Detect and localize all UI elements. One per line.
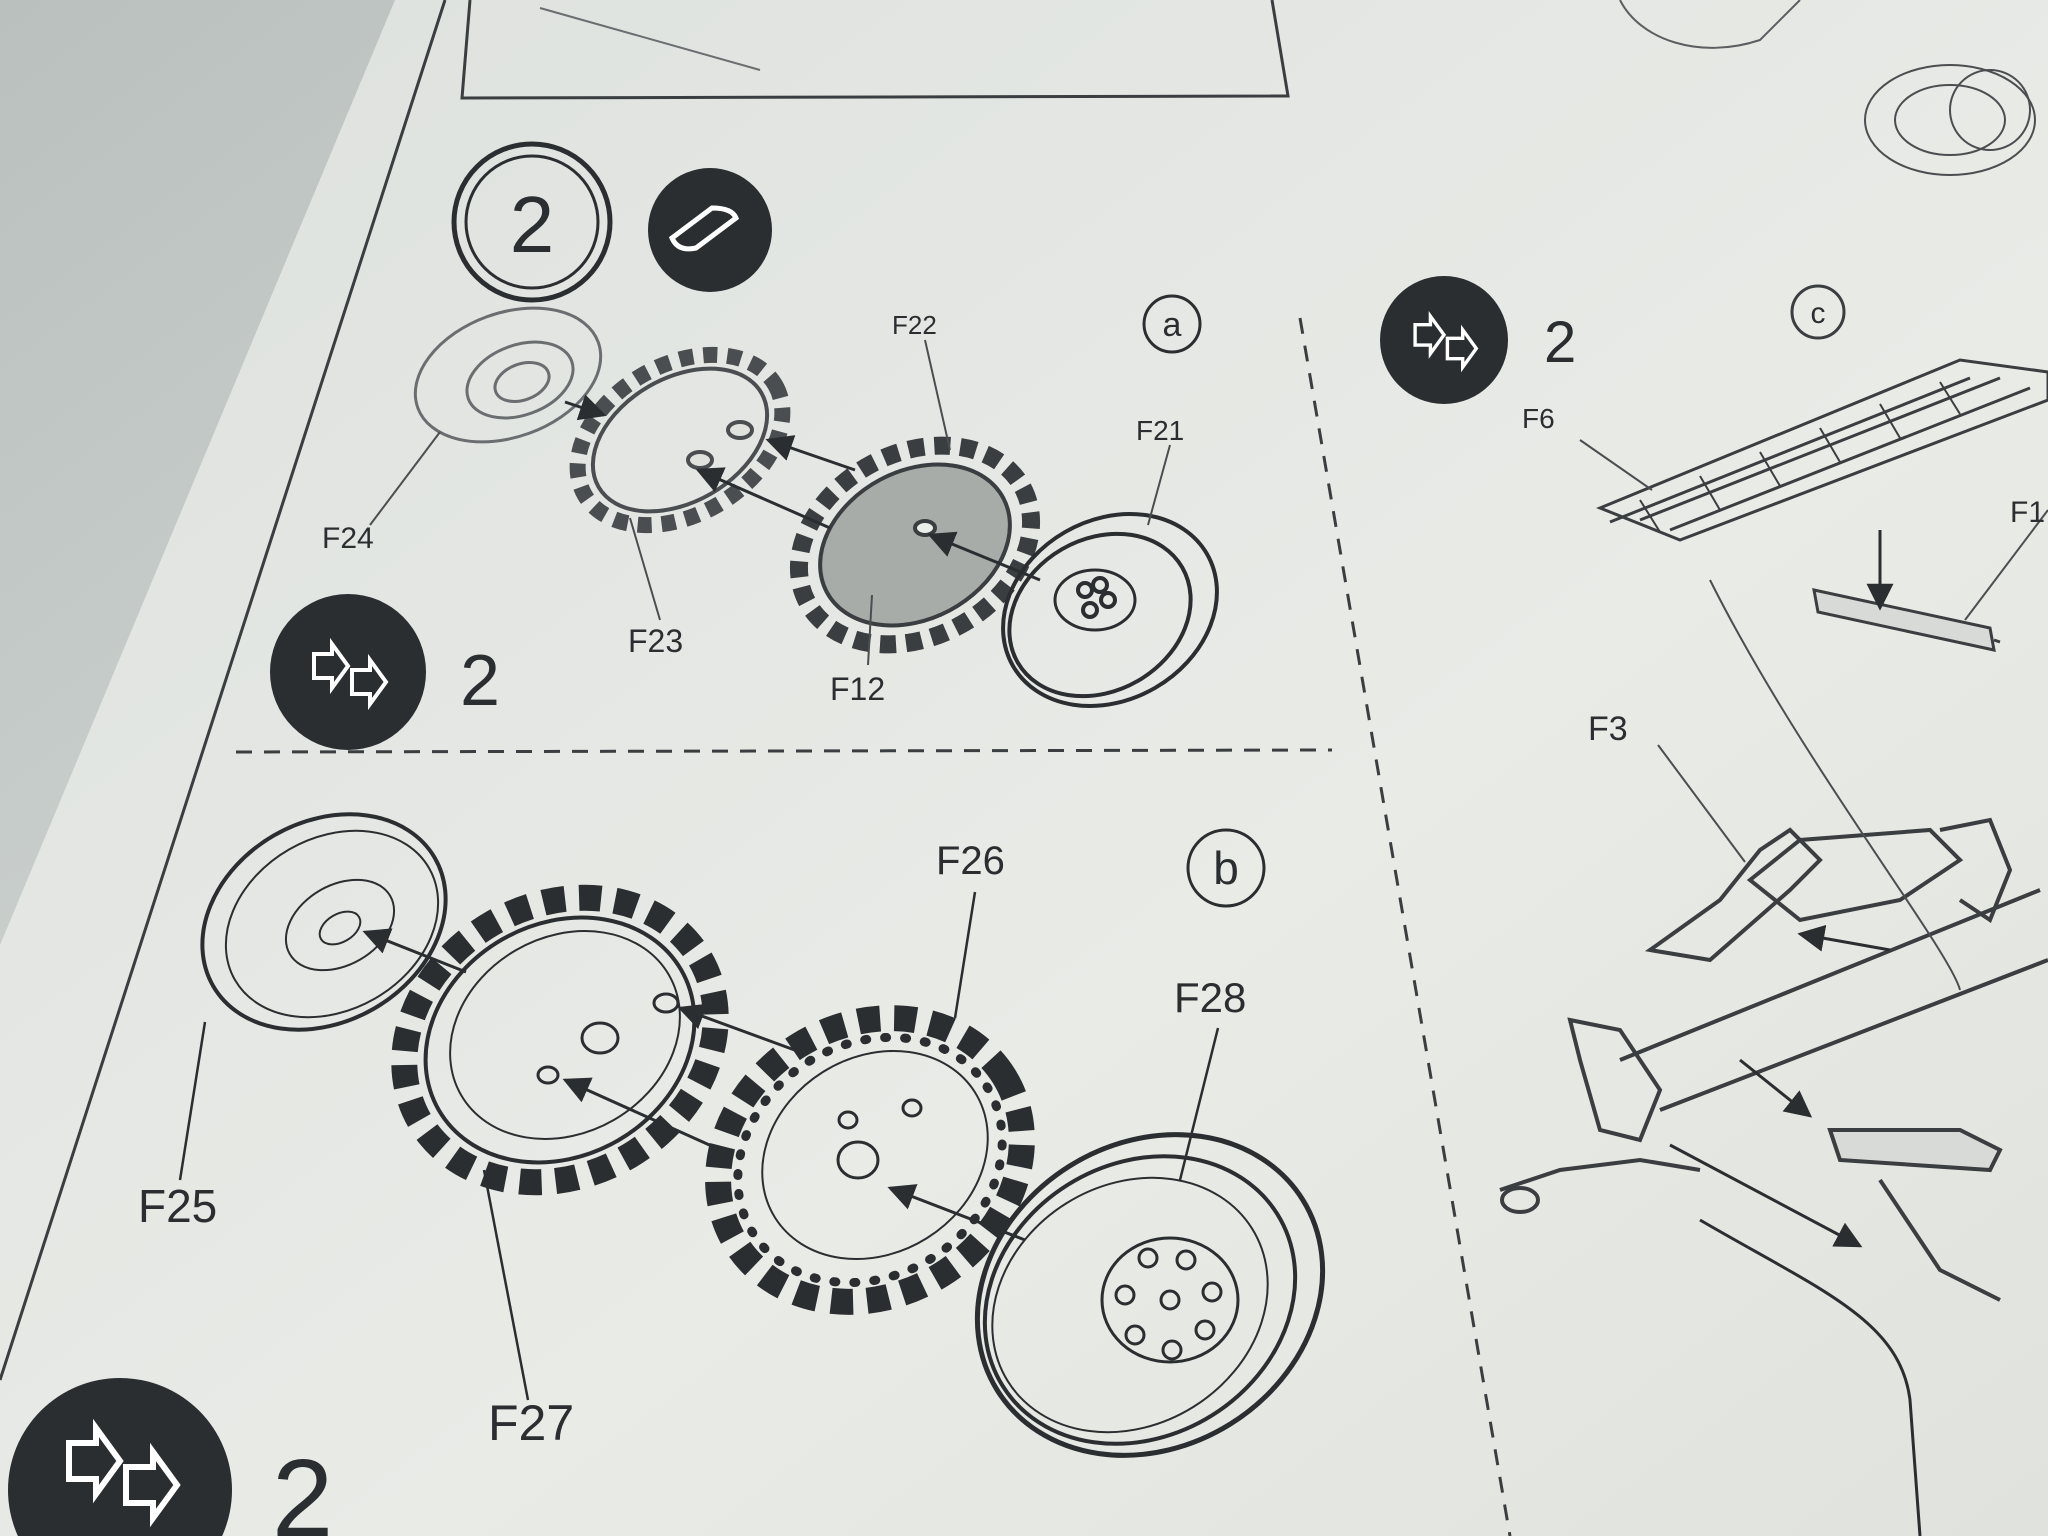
section-b-repeat-count: 2 <box>272 1437 333 1536</box>
part-label-f3: F3 <box>1588 710 1628 748</box>
cement-tube-icon <box>648 168 772 292</box>
section-c-letter-badge: c <box>1790 284 1846 340</box>
section-c-repeat-count: 2 <box>1544 310 1576 375</box>
step-number: 2 <box>510 180 555 269</box>
part-label-f1: F1 <box>2010 496 2045 529</box>
section-a-repeat: 2 <box>270 594 500 750</box>
section-c-letter: c <box>1811 297 1826 330</box>
part-f25-shape <box>200 812 448 1032</box>
previous-step-wheel <box>1864 64 2036 176</box>
part-label-f26: F26 <box>936 839 1005 883</box>
step-number-badge: 2 <box>451 141 613 303</box>
part-f12-shape <box>789 436 1041 654</box>
part-f1-shape <box>1812 588 2001 652</box>
repeat-arrows-icon <box>270 594 426 750</box>
part-label-f22: F22 <box>892 310 937 340</box>
section-b: b <box>8 812 1326 1536</box>
part-label-f23: F23 <box>628 623 683 659</box>
part-label-f24: F24 <box>322 522 374 555</box>
part-f27-shape <box>391 884 729 1196</box>
part-label-f28: F28 <box>1174 974 1246 1021</box>
section-a-letter: a <box>1163 306 1182 344</box>
previous-step-frame <box>460 0 1290 100</box>
divider-horizontal <box>235 748 1333 754</box>
section-a-repeat-count: 2 <box>460 641 500 721</box>
part-label-f21: F21 <box>1136 415 1184 446</box>
section-c-repeat: 2 <box>1380 276 1576 404</box>
repeat-arrows-icon <box>1380 276 1508 404</box>
part-f3-shape <box>1499 817 2048 1302</box>
repeat-arrows-icon <box>8 1378 232 1536</box>
section-a-letter-badge: a <box>1142 294 1202 354</box>
part-f6-shape <box>1596 358 2048 542</box>
section-b-letter-badge: b <box>1186 828 1266 908</box>
part-f21-shape <box>1001 512 1219 708</box>
part-f26-shape <box>705 1005 1035 1315</box>
part-label-f27: F27 <box>488 1395 574 1451</box>
sheet-margin-line <box>0 0 447 1381</box>
part-label-f25: F25 <box>138 1180 217 1232</box>
section-b-letter: b <box>1213 842 1239 894</box>
section-a: a <box>270 294 1219 750</box>
divider-vertical <box>1298 317 1512 1536</box>
part-f24-shape <box>413 306 603 444</box>
section-b-repeat: 2 <box>8 1378 333 1536</box>
part-label-f6: F6 <box>1522 403 1555 434</box>
part-label-f12: F12 <box>830 671 885 707</box>
part-f28-shape <box>974 1132 1326 1458</box>
section-c: c 2 F6 F1 <box>1380 276 2048 1536</box>
part-f23-shape <box>569 346 791 534</box>
